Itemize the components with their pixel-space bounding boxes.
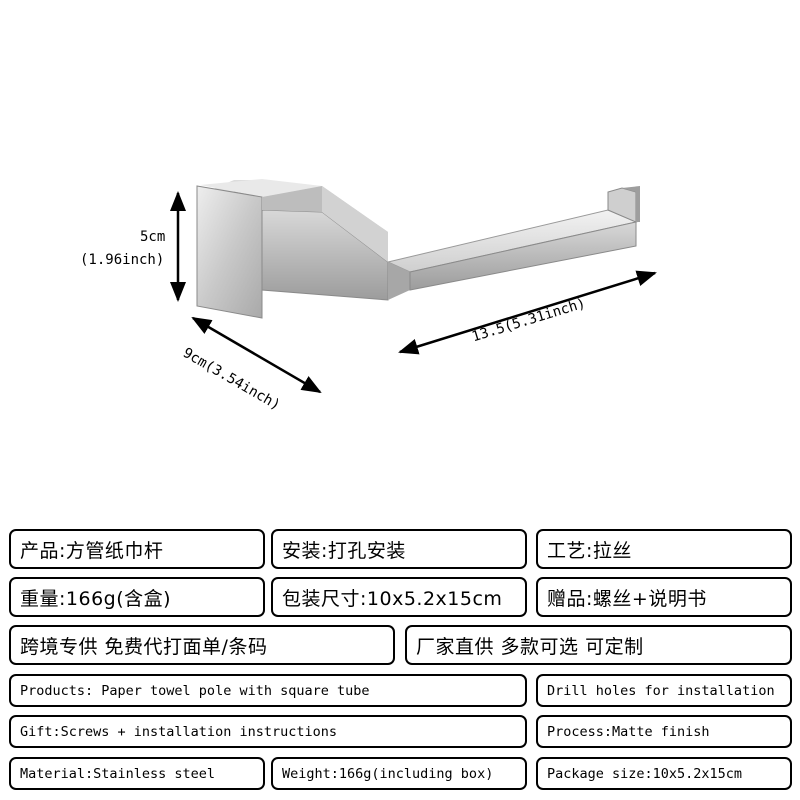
vertical-tube bbox=[261, 186, 389, 301]
material-en-text: Material:Stainless steel bbox=[20, 765, 216, 782]
factory-direct-cn-text: 厂家直供 多款可选 可定制 bbox=[416, 635, 644, 658]
package-size-en: Package size:10x5.2x15cm bbox=[536, 757, 792, 790]
process-en-text: Process:Matte finish bbox=[547, 723, 710, 740]
horizontal-arm bbox=[386, 209, 638, 300]
gift-en: Gift:Screws + installation instructions bbox=[9, 715, 527, 748]
gift-en-text: Gift:Screws + installation instructions bbox=[20, 723, 337, 740]
products-en: Products: Paper towel pole with square t… bbox=[9, 674, 527, 707]
gift-cn: 赠品:螺丝+说明书 bbox=[536, 577, 792, 617]
weight-en: Weight:166g(including box) bbox=[271, 757, 527, 790]
install-method-cn-text: 安装:打孔安装 bbox=[282, 539, 406, 562]
weight-en-text: Weight:166g(including box) bbox=[282, 765, 494, 782]
product-illustration: 5cm (1.96inch) 9cm(3.54inch) 13.5(5.31in… bbox=[80, 179, 657, 414]
install-method-cn: 安装:打孔安装 bbox=[271, 529, 527, 569]
products-en-text: Products: Paper towel pole with square t… bbox=[20, 682, 370, 699]
wall-plate bbox=[196, 179, 322, 319]
end-hook bbox=[607, 186, 640, 223]
cross-border-cn-text: 跨境专供 免费代打面单/条码 bbox=[20, 635, 268, 658]
length-arrow bbox=[398, 270, 657, 355]
height-inch-label: (1.96inch) bbox=[80, 252, 165, 268]
package-size-cn-text: 包装尺寸:10x5.2x15cm bbox=[282, 587, 503, 610]
product-name-cn: 产品:方管纸巾杆 bbox=[9, 529, 265, 569]
height-label: 5cm bbox=[140, 229, 166, 245]
product-drawing bbox=[170, 179, 657, 394]
craft-cn-text: 工艺:拉丝 bbox=[547, 539, 632, 562]
weight-cn: 重量:166g(含盒) bbox=[9, 577, 265, 617]
weight-cn-text: 重量:166g(含盒) bbox=[20, 587, 172, 610]
package-size-cn: 包装尺寸:10x5.2x15cm bbox=[271, 577, 527, 617]
cross-border-cn: 跨境专供 免费代打面单/条码 bbox=[9, 625, 395, 665]
depth-arrow bbox=[191, 316, 322, 394]
craft-cn: 工艺:拉丝 bbox=[536, 529, 792, 569]
package-size-en-text: Package size:10x5.2x15cm bbox=[547, 765, 743, 782]
factory-direct-cn: 厂家直供 多款可选 可定制 bbox=[405, 625, 792, 665]
product-name-cn-text: 产品:方管纸巾杆 bbox=[20, 539, 164, 562]
drill-holes-en: Drill holes for installation bbox=[536, 674, 792, 707]
material-en: Material:Stainless steel bbox=[9, 757, 265, 790]
gift-cn-text: 赠品:螺丝+说明书 bbox=[547, 587, 707, 610]
process-en: Process:Matte finish bbox=[536, 715, 792, 748]
drill-holes-en-text: Drill holes for installation bbox=[547, 682, 775, 699]
